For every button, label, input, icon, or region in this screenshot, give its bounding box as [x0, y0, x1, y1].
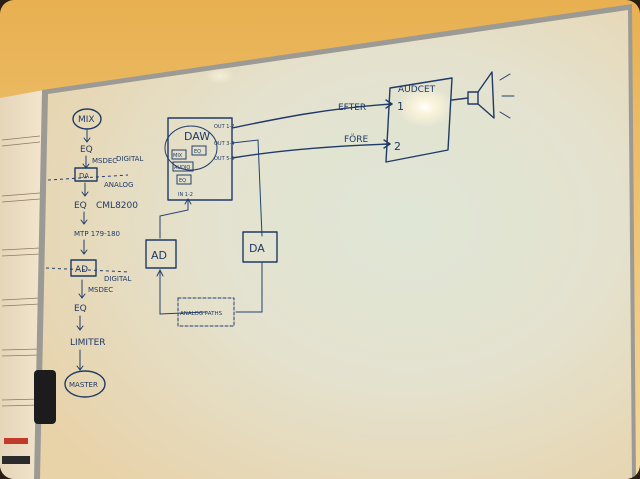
signal-chain: MIX EQ MSDEC DIGITAL DA ANALOG EQ CML820… [45, 108, 143, 398]
audio-box: AUDCET 1 2 [385, 77, 453, 163]
audio-input-2: 2 [394, 140, 401, 153]
chain-eq-1: EQ [80, 145, 93, 155]
line-label-fore: FÖRE [344, 134, 369, 145]
daw-inner-eq-1: EQ [194, 149, 201, 155]
chain-note-digital-1: DIGITAL [116, 155, 143, 163]
analog-paths-label: ANALOG PATHS [180, 311, 223, 317]
connections [156, 99, 393, 315]
eraser [34, 370, 56, 424]
chain-mix: MIX [78, 115, 95, 125]
chain-note-mtp: MTP 179-180 [74, 230, 120, 238]
left-music-sheet [0, 90, 44, 479]
chain-master: MASTER [69, 381, 98, 389]
daw-inner-audio: AUDIO [174, 165, 190, 171]
chain-note-msdec-1: MSDEC [92, 157, 117, 165]
daw-in: IN 1-2 [178, 192, 193, 198]
audio-label: AUDCET [398, 85, 436, 95]
daw-port-2: OUT 3-4 [214, 141, 234, 147]
light-glare [397, 87, 453, 127]
speaker-icon [451, 71, 515, 119]
chain-model: CML8200 [96, 201, 138, 211]
daw-inner-mix: MIX [173, 153, 183, 159]
daw-block: DAW MIX EQ AUDIO EQ OUT 1-2 OUT 3-4 OUT … [164, 117, 234, 201]
da-box [242, 231, 278, 263]
daw-label: DAW [184, 130, 210, 143]
chain-eq-3: EQ [74, 304, 87, 314]
chain-note-digital-2: DIGITAL [104, 275, 131, 283]
analog-paths-box [177, 297, 235, 327]
chain-da: DA [79, 172, 89, 180]
daw-inner-eq-2: EQ [179, 178, 186, 184]
da-label: DA [249, 242, 265, 255]
ad-box [145, 239, 177, 269]
ad-label: AD [151, 249, 167, 262]
chain-note-msdec-2: MSDEC [88, 286, 113, 294]
chain-eq-2: EQ [74, 201, 87, 211]
daw-port-3: OUT 5-6 [214, 156, 234, 162]
audio-input-1: 1 [397, 100, 404, 113]
board-surface [40, 10, 632, 479]
chain-ad: AD [75, 265, 88, 275]
line-label-efter: EFTER [338, 103, 366, 113]
chain-limiter: LIMITER [70, 338, 106, 348]
chain-note-analog-1: ANALOG [104, 181, 133, 189]
daw-port-1: OUT 1-2 [214, 124, 234, 130]
